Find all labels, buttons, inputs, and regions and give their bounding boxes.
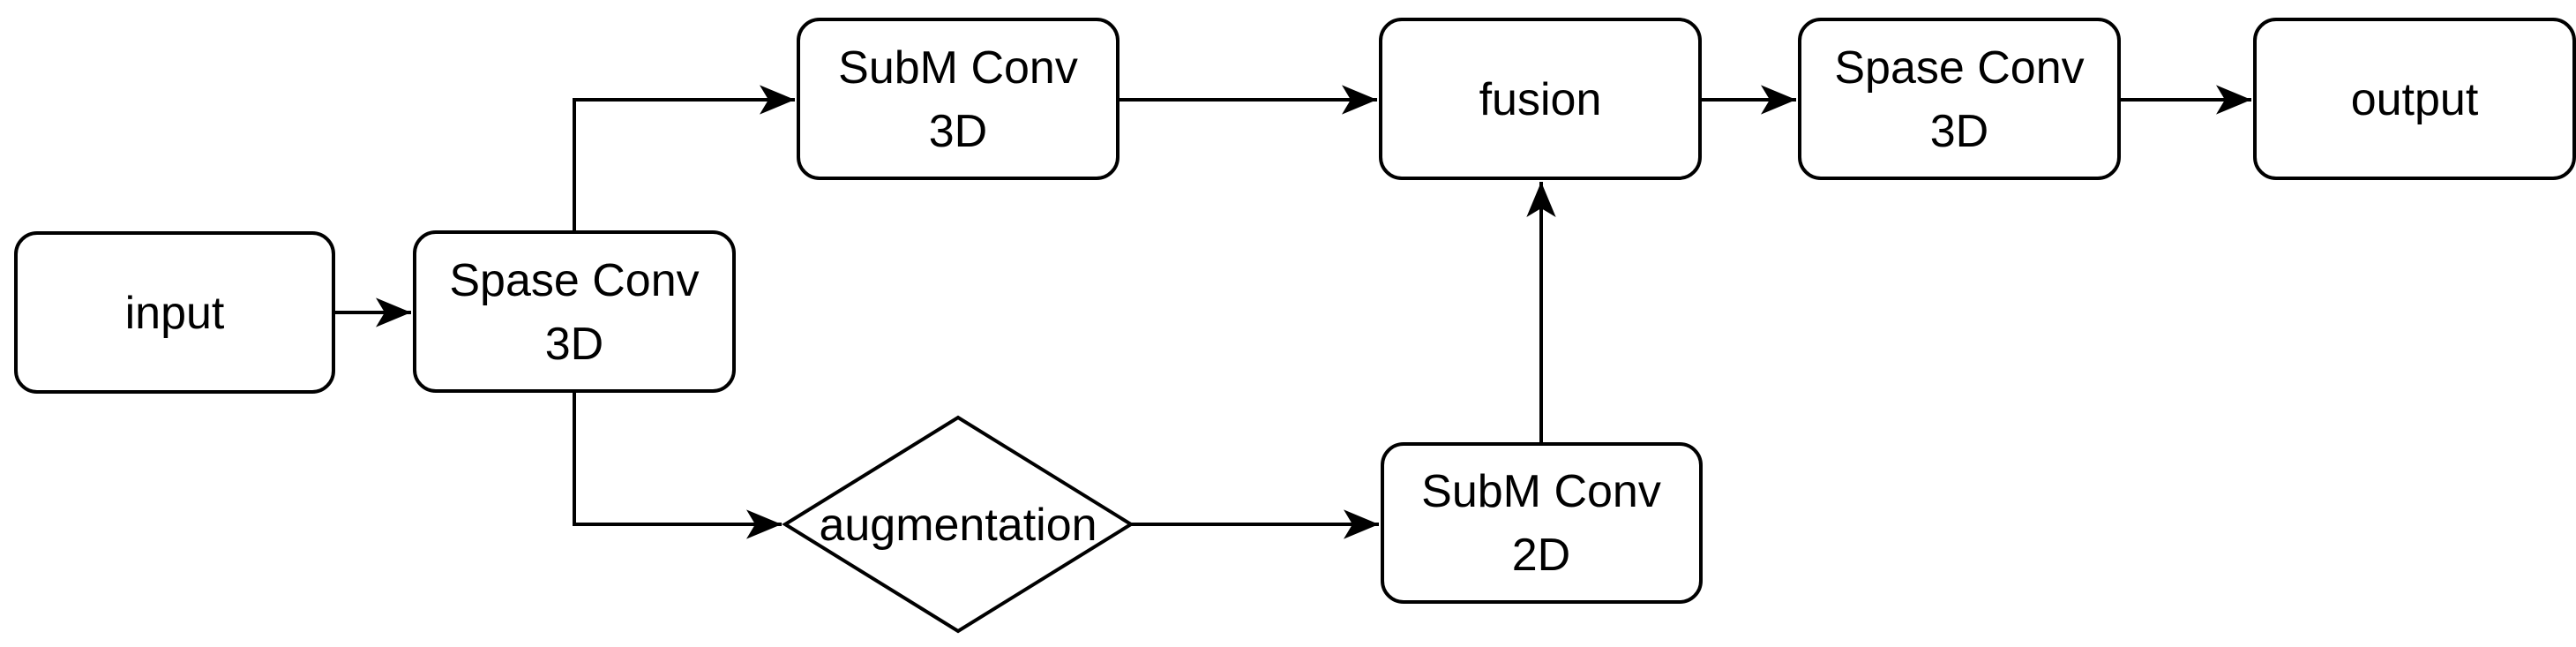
- node-sparse-conv-3d-b-label-line2: 3D: [1930, 106, 1988, 157]
- node-sparse-conv-3d-b-label-line1: Spase Conv: [1834, 42, 2084, 94]
- node-output-box: [2253, 18, 2576, 180]
- node-fusion-label: fusion: [1479, 74, 1602, 125]
- node-subm-conv-2d-label-line1: SubM Conv: [1421, 466, 1661, 517]
- node-subm-conv-3d-label-line1: SubM Conv: [838, 42, 1078, 94]
- node-input-label: input: [125, 288, 225, 339]
- node-sparse-conv-3d-a-label-line1: Spase Conv: [449, 255, 699, 306]
- node-subm-conv-3d: SubM Conv 3D: [797, 18, 1120, 180]
- node-output-label: output: [2351, 74, 2479, 125]
- edge-sparse-conv-3d-a-to-augmentation: [573, 391, 782, 539]
- node-subm-conv-3d-label-line2: 3D: [929, 106, 987, 157]
- node-input: input: [14, 231, 335, 394]
- edge-sparse-conv-3d-a-to-subm-conv-3d: [573, 85, 795, 232]
- node-augmentation-label: augmentation: [819, 500, 1097, 551]
- node-augmentation-diamond: [782, 415, 1134, 634]
- edges: [333, 85, 2251, 539]
- node-subm-conv-2d-label-line2: 2D: [1512, 530, 1570, 581]
- node-sparse-conv-3d-b-box: [1798, 18, 2121, 180]
- node-subm-conv-3d-box: [797, 18, 1120, 180]
- node-fusion: fusion: [1379, 18, 1702, 180]
- node-subm-conv-2d-box: [1381, 442, 1703, 604]
- node-output: output: [2253, 18, 2576, 180]
- node-sparse-conv-3d-a-box: [413, 230, 736, 393]
- node-fusion-box: [1379, 18, 1702, 180]
- node-augmentation: augmentation: [782, 415, 1134, 634]
- node-input-box: [14, 231, 335, 394]
- node-subm-conv-2d: SubM Conv 2D: [1381, 442, 1703, 604]
- node-sparse-conv-3d-b: Spase Conv 3D: [1798, 18, 2121, 180]
- node-sparse-conv-3d-a-label-line2: 3D: [545, 319, 603, 370]
- node-sparse-conv-3d-a: Spase Conv 3D: [413, 230, 736, 393]
